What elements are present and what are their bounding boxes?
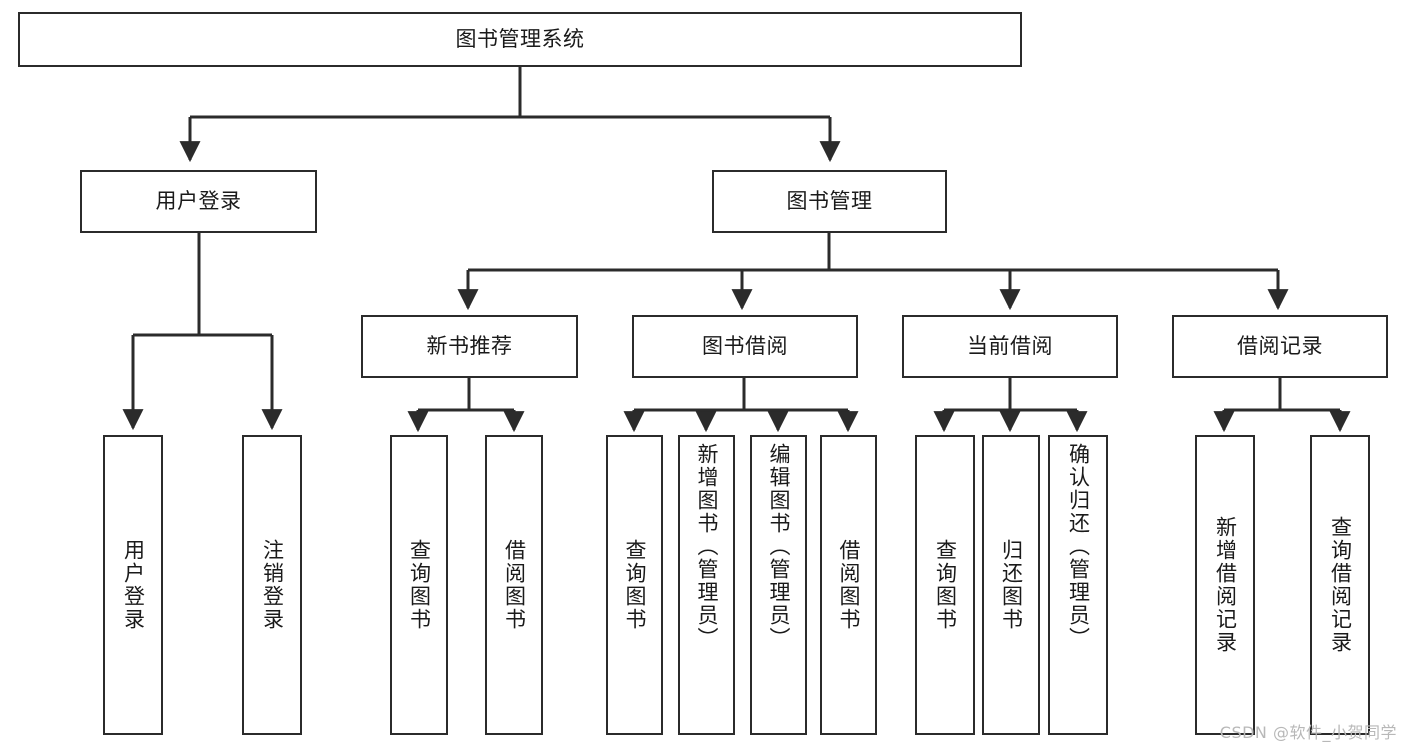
node-book-borrow[interactable]: 图书借阅 [632, 315, 858, 378]
node-root-label: 图书管理系统 [455, 27, 585, 52]
leaf-borrow-query-book-label: 查询图书 [623, 539, 647, 631]
leaf-user-login-signout[interactable]: 注销登录 [242, 435, 302, 735]
leaf-record-query-label: 查询借阅记录 [1328, 516, 1353, 654]
leaf-current-return-book-label: 归还图书 [999, 539, 1024, 631]
leaf-current-query-book-label: 查询图书 [933, 539, 958, 631]
node-borrow-record-label: 借阅记录 [1237, 334, 1323, 359]
leaf-borrow-add-book[interactable]: 新增图书（管理员） [678, 435, 735, 735]
leaf-record-add-label: 新增借阅记录 [1213, 516, 1238, 654]
watermark-text: CSDN @软件_小贺同学 [1219, 723, 1397, 742]
leaf-borrow-borrow-book-label: 借阅图书 [837, 539, 861, 631]
node-current-borrow[interactable]: 当前借阅 [902, 315, 1118, 378]
leaf-borrow-edit-book-label: 编辑图书（管理员） [767, 443, 791, 650]
leaf-borrow-edit-book[interactable]: 编辑图书（管理员） [750, 435, 807, 735]
node-current-borrow-label: 当前借阅 [967, 334, 1053, 359]
node-book-management[interactable]: 图书管理 [712, 170, 947, 233]
leaf-user-login-signout-label: 注销登录 [260, 539, 285, 631]
node-user-login-label: 用户登录 [155, 189, 242, 214]
leaf-new-book-borrow-label: 借阅图书 [502, 539, 527, 631]
leaf-user-login-signin-label: 用户登录 [121, 539, 146, 631]
leaf-current-confirm-return[interactable]: 确认归还（管理员） [1048, 435, 1108, 735]
node-user-login[interactable]: 用户登录 [80, 170, 317, 233]
node-borrow-record[interactable]: 借阅记录 [1172, 315, 1388, 378]
leaf-current-query-book[interactable]: 查询图书 [915, 435, 975, 735]
leaf-record-add[interactable]: 新增借阅记录 [1195, 435, 1255, 735]
leaf-borrow-add-book-label: 新增图书（管理员） [695, 443, 719, 650]
node-new-book-recommend[interactable]: 新书推荐 [361, 315, 578, 378]
node-new-book-recommend-label: 新书推荐 [426, 334, 513, 359]
leaf-record-query[interactable]: 查询借阅记录 [1310, 435, 1370, 735]
leaf-new-book-query-label: 查询图书 [407, 539, 432, 631]
node-book-management-label: 图书管理 [786, 189, 873, 214]
leaf-current-return-book[interactable]: 归还图书 [982, 435, 1040, 735]
node-book-borrow-label: 图书借阅 [702, 334, 788, 359]
leaf-new-book-query[interactable]: 查询图书 [390, 435, 448, 735]
leaf-current-confirm-return-label: 确认归还（管理员） [1066, 443, 1091, 650]
leaf-user-login-signin[interactable]: 用户登录 [103, 435, 163, 735]
leaf-borrow-borrow-book[interactable]: 借阅图书 [820, 435, 877, 735]
leaf-borrow-query-book[interactable]: 查询图书 [606, 435, 663, 735]
node-root[interactable]: 图书管理系统 [18, 12, 1022, 67]
leaf-new-book-borrow[interactable]: 借阅图书 [485, 435, 543, 735]
